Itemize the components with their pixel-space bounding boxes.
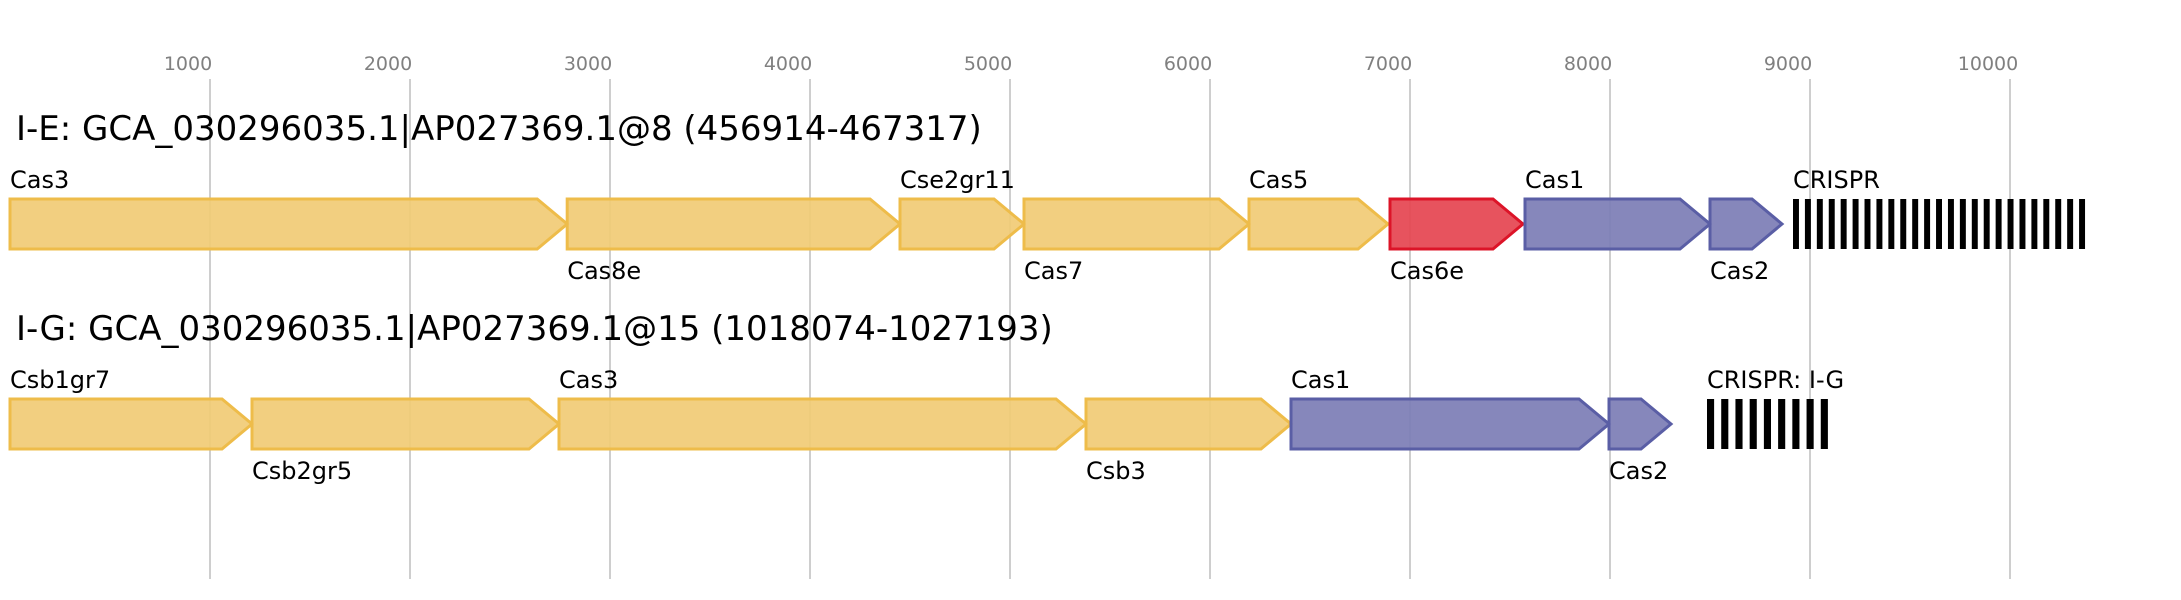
crispr-repeat <box>1995 199 2002 249</box>
tick-label: 6000 <box>1164 53 1212 75</box>
crispr-label: CRISPR: I-G <box>1707 366 1844 394</box>
gene-label: Cas8e <box>567 257 641 285</box>
locus-i-g: I-G: GCA_030296035.1|AP027369.1@15 (1018… <box>8 309 1844 485</box>
tick-label: 3000 <box>564 53 612 75</box>
crispr-repeat <box>1804 199 1811 249</box>
gene-cas8e <box>565 197 903 251</box>
crispr-repeat <box>1971 199 1978 249</box>
gene-label: Cas2 <box>1609 457 1668 485</box>
crispr-repeat <box>2067 199 2074 249</box>
crispr-repeat <box>2055 199 2062 249</box>
tick-label: 2000 <box>364 53 412 75</box>
crispr-repeat <box>1924 199 1931 249</box>
gene-cas5 <box>1247 197 1391 251</box>
gene-label: Cas7 <box>1024 257 1083 285</box>
crispr-repeat <box>2043 199 2050 249</box>
crispr-repeat <box>1707 399 1715 449</box>
crispr-label: CRISPR <box>1793 166 1880 194</box>
tick-label: 1000 <box>164 53 212 75</box>
crispr-repeat <box>1820 399 1828 449</box>
locus-title: I-G: GCA_030296035.1|AP027369.1@15 (1018… <box>16 309 1053 349</box>
crispr-repeat <box>2079 199 2086 249</box>
axis-ticks: 1000 2000 3000 4000 5000 6000 7000 8000 9000 1000… <box>164 53 2018 75</box>
gene-label: Cas3 <box>10 166 69 194</box>
crispr-repeat <box>1983 199 1990 249</box>
crispr-repeat <box>1806 399 1814 449</box>
crispr-repeat <box>1721 399 1729 449</box>
crispr-repeat <box>1749 399 1757 449</box>
gene-csb2gr5 <box>250 397 562 451</box>
gene-cas2 <box>1607 397 1674 451</box>
gene-cas3 <box>8 197 570 251</box>
gene-csb3 <box>1084 397 1294 451</box>
crispr-repeat <box>1876 199 1883 249</box>
gene-label: Csb1gr7 <box>10 366 110 394</box>
gene-cas1 <box>1523 197 1713 251</box>
crispr-repeat <box>1763 399 1771 449</box>
crispr-repeat <box>1959 199 1966 249</box>
crispr-repeat <box>1947 199 1954 249</box>
gene-cas3 <box>557 397 1089 451</box>
crispr-repeat <box>1864 199 1871 249</box>
tick-label: 8000 <box>1564 53 1612 75</box>
tick-label: 4000 <box>764 53 812 75</box>
gene-cas6e <box>1388 197 1526 251</box>
gene-label: Cas1 <box>1525 166 1584 194</box>
tick-label: 7000 <box>1364 53 1412 75</box>
crispr-repeat <box>1828 199 1835 249</box>
crispr-repeat <box>1793 199 1799 249</box>
gene-label: Cse2gr11 <box>900 166 1015 194</box>
grid-layer <box>209 79 2011 579</box>
crispr-repeat <box>2019 199 2026 249</box>
gene-cas7 <box>1022 197 1252 251</box>
crispr-repeat <box>1936 199 1942 249</box>
crispr-repeat <box>1735 399 1743 449</box>
gene-label: Cas2 <box>1710 257 1769 285</box>
crispr-repeat <box>1816 199 1823 249</box>
crispr-repeat <box>1778 399 1786 449</box>
tick-label: 9000 <box>1764 53 1812 75</box>
gene-csb1gr7 <box>8 397 255 451</box>
locus-i-e: I-E: GCA_030296035.1|AP027369.1@8 (45691… <box>8 109 2086 285</box>
gene-label: Csb2gr5 <box>252 457 352 485</box>
gene-cas1 <box>1289 397 1612 451</box>
gene-label: Cas1 <box>1291 366 1350 394</box>
gene-label: Cas6e <box>1390 257 1464 285</box>
tick-label: 10000 <box>1958 53 2018 75</box>
crispr-repeat <box>1912 199 1919 249</box>
gene-cse2gr11 <box>898 197 1027 251</box>
gene-label: Cas5 <box>1249 166 1308 194</box>
crispr-repeat <box>2031 199 2038 249</box>
crispr-repeat <box>1792 399 1800 449</box>
crispr-repeat <box>2007 199 2014 249</box>
gene-label: Cas3 <box>559 366 618 394</box>
gene-label: Csb3 <box>1086 457 1146 485</box>
crispr-repeat <box>1888 199 1895 249</box>
tick-label: 5000 <box>964 53 1012 75</box>
crispr-repeat <box>1840 199 1847 249</box>
locus-title: I-E: GCA_030296035.1|AP027369.1@8 (45691… <box>16 109 982 149</box>
crispr-repeat <box>1900 199 1907 249</box>
crispr-repeat <box>1852 199 1859 249</box>
gene-cas2 <box>1708 197 1785 251</box>
